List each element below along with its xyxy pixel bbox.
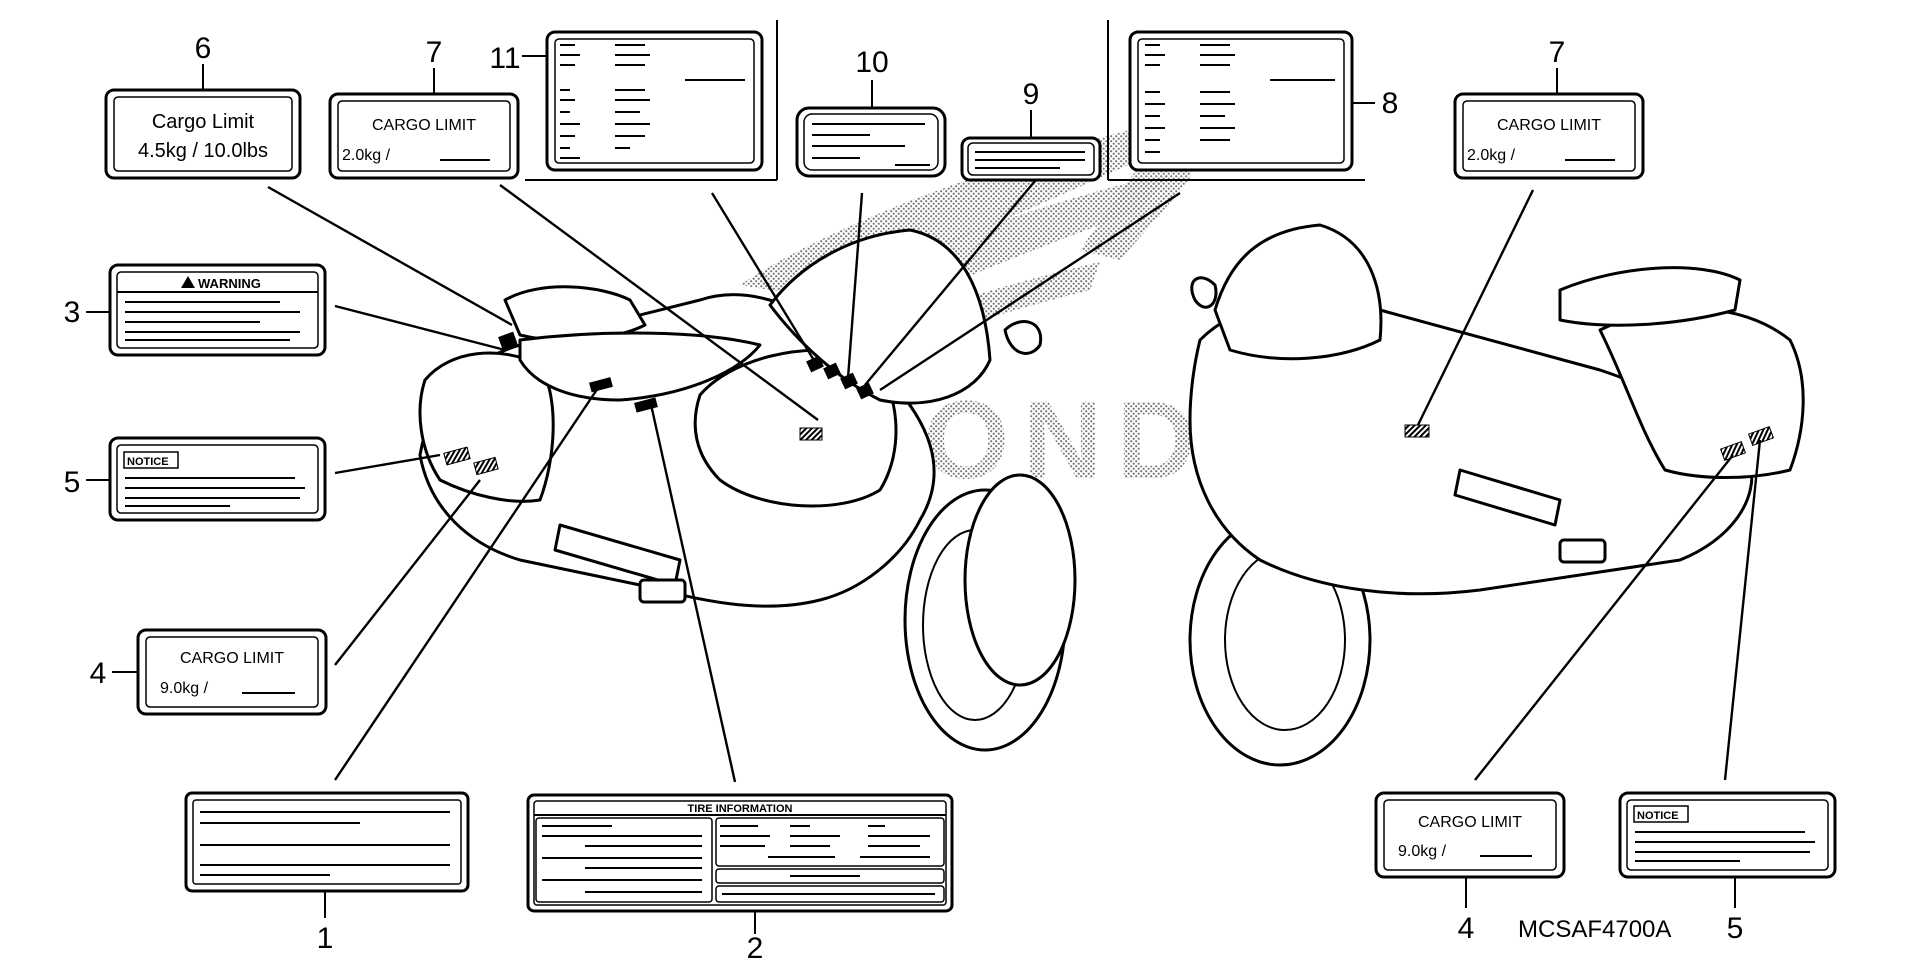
callout-7-left: 7 <box>426 36 443 69</box>
callout-5-left: 5 <box>64 466 81 499</box>
label-8 <box>1128 30 1354 172</box>
label-cargo-limit-4-left: CARGO LIMIT 9.0kg / <box>136 628 328 716</box>
cargo-limit-4-right-title: CARGO LIMIT <box>1418 814 1522 831</box>
callout-10: 10 <box>855 46 888 79</box>
cargo-limit-7-right-value: 2.0kg / <box>1467 147 1516 164</box>
leader-lines <box>267 20 1762 783</box>
cargo-limit-7-left-value: 2.0kg / <box>342 147 391 164</box>
cargo-limit-4-right-value: 9.0kg / <box>1398 843 1447 860</box>
callout-1: 1 <box>317 922 334 955</box>
callout-3: 3 <box>64 296 81 329</box>
label-cargo-limit-4-right: CARGO LIMIT 9.0kg / <box>1374 791 1566 879</box>
callout-4-right: 4 <box>1458 912 1475 945</box>
callout-2: 2 <box>747 932 764 958</box>
warning-title: WARNING <box>198 276 261 291</box>
warning-triangle-icon <box>181 276 195 288</box>
label-10 <box>795 106 947 178</box>
cargo-limit-4-left-title: CARGO LIMIT <box>180 650 284 667</box>
callout-numbers: 6 7 11 10 9 8 7 3 5 4 1 2 4 5 <box>64 32 1744 963</box>
label-warning: WARNING <box>108 263 327 357</box>
label-tire-information: TIRE INFORMATION <box>526 793 954 913</box>
callout-4-left: 4 <box>90 657 107 690</box>
motorcycle-right-view <box>1188 223 1805 767</box>
label-notice-left: NOTICE <box>108 436 327 522</box>
diagram-code: MCSAF4700A <box>1518 916 1671 943</box>
label-1 <box>184 791 470 893</box>
label-11 <box>545 30 764 172</box>
callout-6: 6 <box>195 32 212 65</box>
cargo-limit-7-left-title: CARGO LIMIT <box>372 117 476 134</box>
callout-8: 8 <box>1382 87 1399 120</box>
tire-information-title: TIRE INFORMATION <box>688 803 793 815</box>
label-cargo-limit-6: Cargo Limit 4.5kg / 10.0lbs <box>104 88 302 180</box>
label-9 <box>960 136 1102 182</box>
cargo-limit-6-value: 4.5kg / 10.0lbs <box>138 140 268 162</box>
label-notice-right: NOTICE <box>1618 791 1837 879</box>
cargo-limit-6-title: Cargo Limit <box>152 111 255 133</box>
callout-7-right: 7 <box>1549 36 1566 69</box>
label-cargo-limit-7-left: CARGO LIMIT 2.0kg / <box>328 92 520 180</box>
motorcycle-left-view <box>418 228 1077 752</box>
callout-5-right: 5 <box>1727 912 1744 945</box>
cargo-limit-7-right-title: CARGO LIMIT <box>1497 117 1601 134</box>
callout-11: 11 <box>489 42 520 75</box>
notice-right-title: NOTICE <box>1637 810 1679 822</box>
notice-left-title: NOTICE <box>127 456 169 468</box>
cargo-limit-4-left-value: 9.0kg / <box>160 680 209 697</box>
label-cargo-limit-7-right: CARGO LIMIT 2.0kg / <box>1453 92 1645 180</box>
callout-9: 9 <box>1023 78 1040 111</box>
